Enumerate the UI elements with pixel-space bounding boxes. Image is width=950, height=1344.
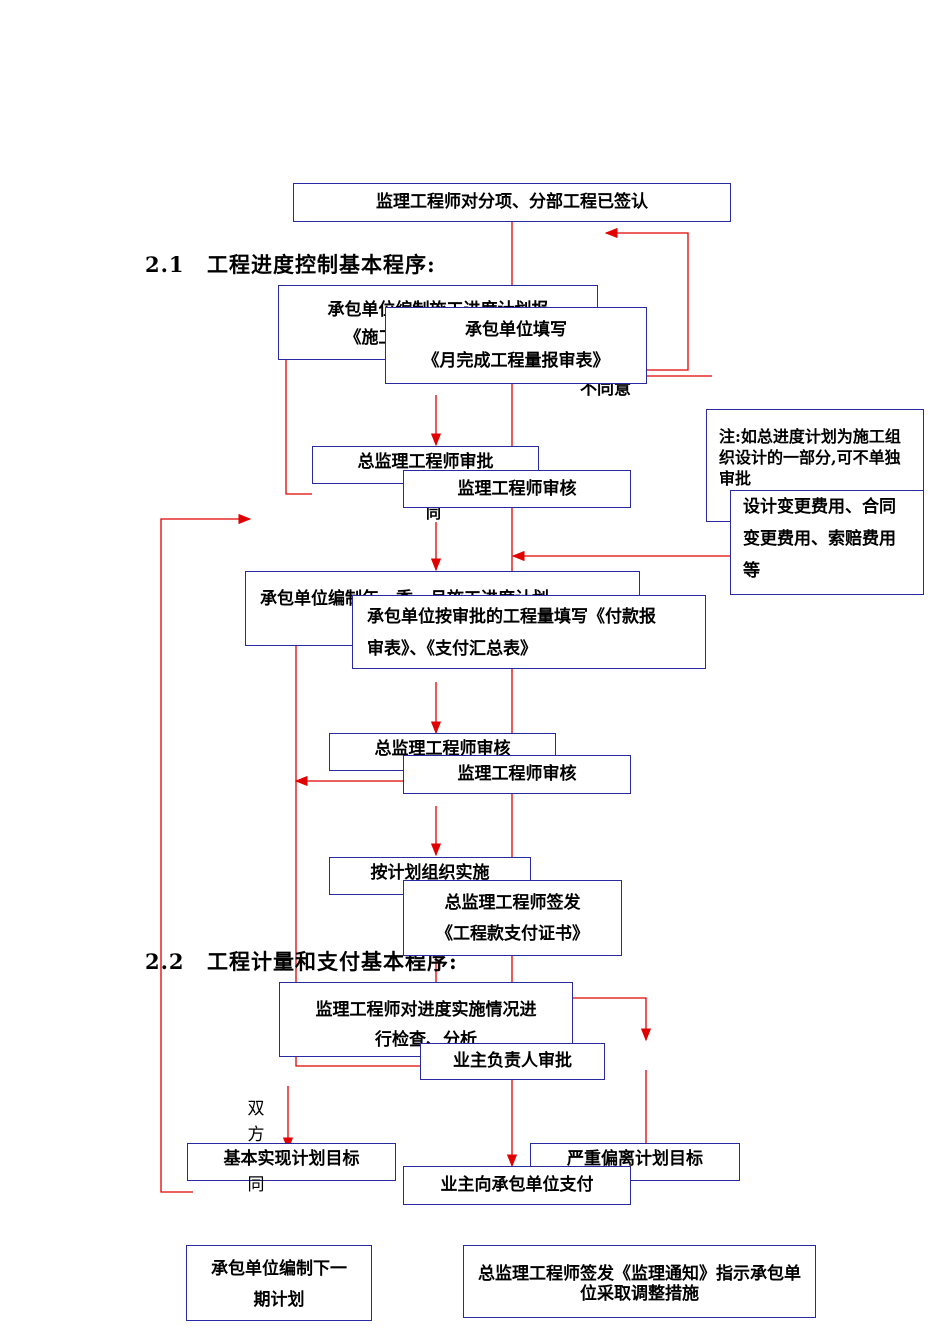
- box-payment-certificate: 总监理工程师签发 《工程款支付证书》: [403, 880, 622, 956]
- label-agree-2: 同: [246, 1172, 266, 1198]
- label-disagree: 不同意: [580, 379, 631, 399]
- box-line: 承包单位编制下一: [211, 1259, 347, 1279]
- box-line: 审表》、《支付汇总表》: [367, 639, 537, 659]
- box-label: 监理工程师审核: [457, 479, 577, 499]
- box-label: 业主向承包单位支付: [440, 1175, 594, 1195]
- char: 双: [247, 1099, 265, 1119]
- note-variation-costs: 设计变更费用、合同 变更费用、索赔费用 等: [730, 490, 924, 595]
- box-label: 基本实现计划目标: [223, 1149, 360, 1169]
- box-line: 承包单位按审批的工程量填写《付款报: [367, 607, 656, 627]
- char: 方: [247, 1125, 265, 1145]
- box-line: 《月完成工程量报审表》: [422, 351, 610, 371]
- box-label: 监理工程师对分项、分部工程已签认: [376, 192, 648, 212]
- box-label: 严重偏离计划目标: [567, 1149, 703, 1169]
- box-engineer-review-1: 监理工程师审核: [403, 470, 631, 508]
- box-supervision-notice: 总监理工程师签发《监理通知》指示承包单位采取调整措施: [463, 1245, 816, 1318]
- box-owner-payment: 业主向承包单位支付: [403, 1166, 631, 1205]
- box-label: 监理工程师审核: [457, 764, 577, 784]
- box-owner-approval: 业主负责人审批: [420, 1043, 605, 1080]
- box-next-plan: 承包单位编制下一 期计划: [186, 1245, 372, 1321]
- box-label: 按计划组织实施: [370, 863, 490, 883]
- label-agree: 同: [426, 504, 442, 522]
- label-both-parties: 双 方: [246, 1096, 266, 1148]
- box-label: 总监理工程师审批: [357, 452, 494, 472]
- arrow-p2-loop-back: [604, 227, 689, 371]
- note-line: 变更费用、索赔费用: [743, 529, 896, 549]
- box-signed-works: 监理工程师对分项、分部工程已签认: [293, 183, 731, 222]
- box-label: 总监理工程师审核: [374, 739, 511, 759]
- note-text: 注:如总进度计划为施工组织设计的一部分,可不单独审批: [719, 427, 901, 488]
- heading-number: 2.1: [145, 252, 185, 277]
- box-line: 承包单位填写: [465, 320, 567, 340]
- char: 同: [247, 1175, 265, 1195]
- box-engineer-review-2: 监理工程师审核: [403, 755, 631, 794]
- box-monthly-quantity: 承包单位填写 《月完成工程量报审表》: [385, 307, 647, 384]
- heading-number: 2.2: [145, 949, 185, 974]
- box-line: 《工程款支付证书》: [436, 924, 589, 944]
- box-label: 总监理工程师签发《监理通知》指示承包单位采取调整措施: [478, 1264, 801, 1304]
- note-line: 等: [743, 561, 760, 581]
- box-line: 总监理工程师签发: [444, 893, 581, 913]
- heading-text: 工程进度控制基本程序:: [207, 252, 436, 277]
- box-target-met: 基本实现计划目标: [187, 1143, 396, 1181]
- box-payment-application: 承包单位按审批的工程量填写《付款报 审表》、《支付汇总表》: [352, 595, 706, 669]
- box-line: 监理工程师对进度实施情况进: [315, 1000, 537, 1020]
- box-label: 业主负责人审批: [453, 1051, 572, 1071]
- heading-progress-control: 2.1 工程进度控制基本程序:: [145, 249, 436, 279]
- arrow-b7-loop-back: [160, 513, 252, 1193]
- note-line: 设计变更费用、合同: [743, 497, 896, 517]
- box-line: 期计划: [253, 1290, 305, 1310]
